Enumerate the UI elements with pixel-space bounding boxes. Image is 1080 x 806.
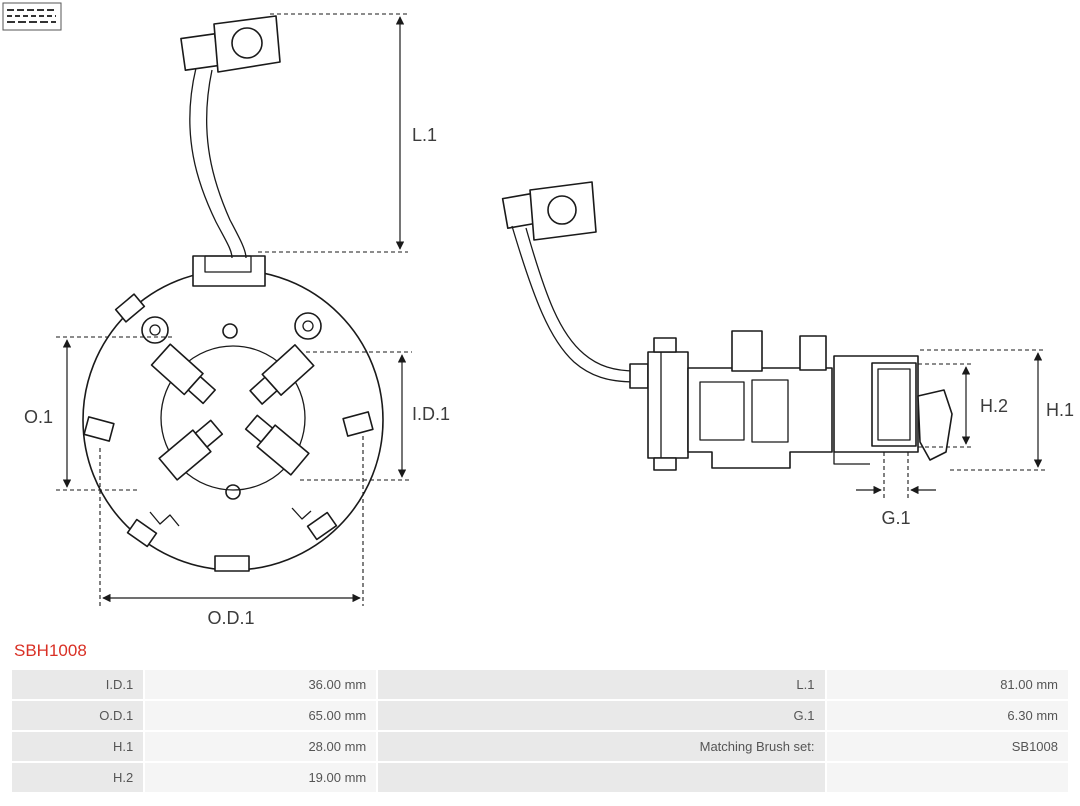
spec-label: L.1 xyxy=(378,670,825,699)
dim-od1: O.D.1 xyxy=(99,436,364,628)
spec-row: I.D.1 36.00 mm L.1 81.00 mm xyxy=(12,670,1068,699)
spec-label: I.D.1 xyxy=(12,670,144,699)
dim-l1: L.1 xyxy=(258,13,437,253)
side-view-drawing: H.2 H.1 G.1 xyxy=(501,181,1074,528)
dim-label-od1: O.D.1 xyxy=(207,608,254,628)
spec-row: H.2 19.00 mm xyxy=(12,763,1068,792)
spec-value: 81.00 mm xyxy=(826,670,1068,699)
dim-o1: O.1 xyxy=(24,336,175,491)
lead-block-front xyxy=(192,255,266,287)
dim-label-l1: L.1 xyxy=(412,125,437,145)
dim-label-h2: H.2 xyxy=(980,396,1008,416)
spec-value: 6.30 mm xyxy=(826,701,1068,730)
dim-h2: H.2 xyxy=(918,363,1008,448)
spec-value: 65.00 mm xyxy=(145,701,377,730)
drawings-svg: L.1 O.1 I.D.1 xyxy=(2,2,1074,628)
spec-value: SB1008 xyxy=(826,732,1068,761)
dim-g1: G.1 xyxy=(856,452,936,528)
corner-mark xyxy=(2,2,62,31)
spec-row: O.D.1 65.00 mm G.1 6.30 mm xyxy=(12,701,1068,730)
spec-value: 36.00 mm xyxy=(145,670,377,699)
lead-wire-front xyxy=(189,67,247,259)
spec-label xyxy=(378,763,825,792)
spec-value: 19.00 mm xyxy=(145,763,377,792)
spec-label: G.1 xyxy=(378,701,825,730)
part-number: SBH1008 xyxy=(14,641,87,660)
connector-lug-front xyxy=(180,15,281,73)
technical-drawings: L.1 O.1 I.D.1 xyxy=(2,2,1074,628)
spec-value: 28.00 mm xyxy=(145,732,377,761)
spec-value xyxy=(826,763,1068,792)
front-view-drawing: L.1 O.1 I.D.1 xyxy=(24,13,450,628)
dim-id1: I.D.1 xyxy=(300,351,450,481)
spec-label: Matching Brush set: xyxy=(378,732,825,761)
spec-table: I.D.1 36.00 mm L.1 81.00 mm O.D.1 65.00 … xyxy=(10,668,1070,794)
dim-label-g1: G.1 xyxy=(881,508,910,528)
dim-label-id1: I.D.1 xyxy=(412,404,450,424)
spec-label: H.2 xyxy=(12,763,144,792)
brush-holder-front xyxy=(82,269,384,572)
spec-row: H.1 28.00 mm Matching Brush set: SB1008 xyxy=(12,732,1068,761)
spec-label: H.1 xyxy=(12,732,144,761)
dim-label-h1: H.1 xyxy=(1046,400,1074,420)
dim-h1: H.1 xyxy=(920,349,1074,471)
connector-lug-side xyxy=(501,181,597,241)
brush-holder-side xyxy=(647,330,953,471)
dim-label-o1: O.1 xyxy=(24,407,53,427)
spec-label: O.D.1 xyxy=(12,701,144,730)
lead-wire-side xyxy=(511,225,649,389)
